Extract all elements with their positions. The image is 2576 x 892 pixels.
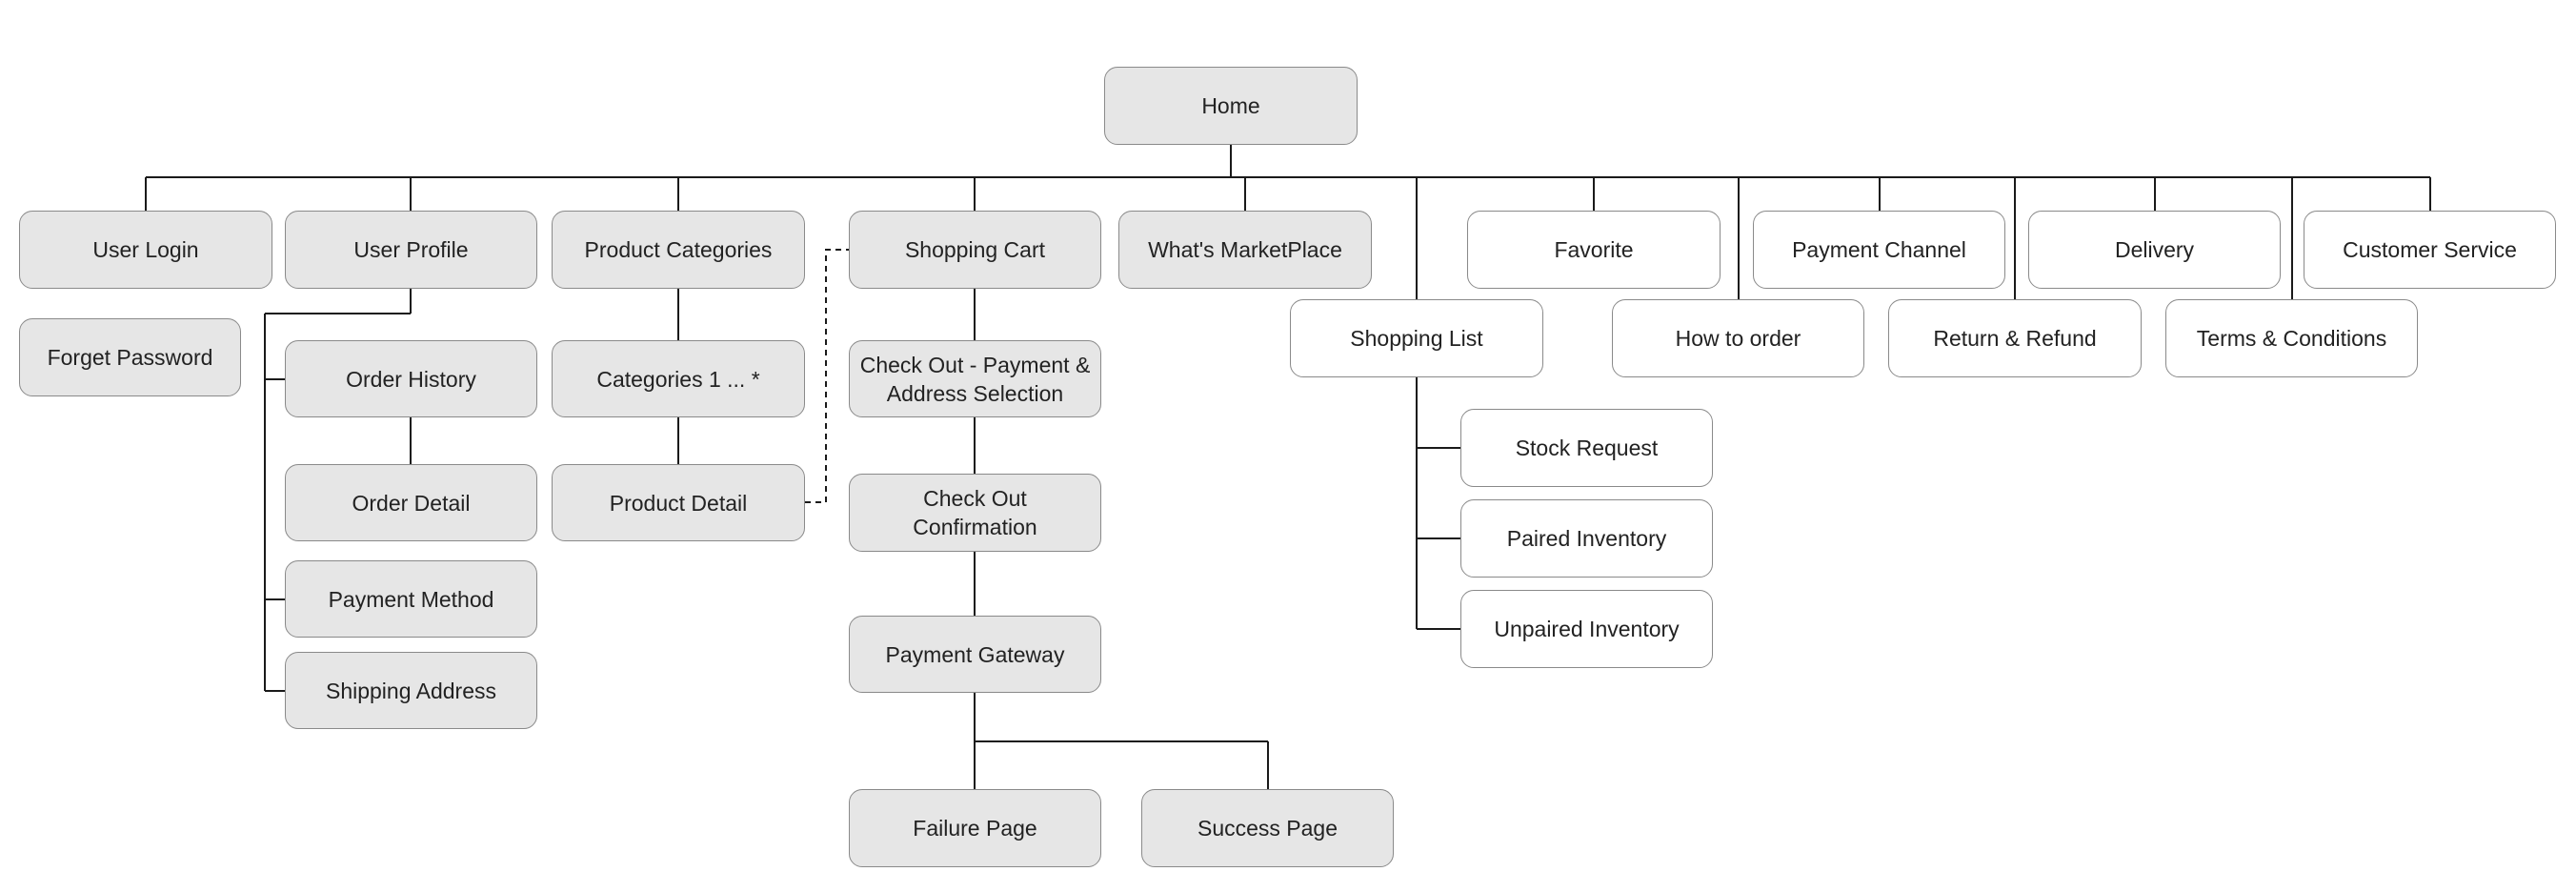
- node-how-to-order-label: How to order: [1675, 326, 1801, 351]
- node-failure-page[interactable]: Failure Page: [849, 789, 1101, 867]
- node-favorite-label: Favorite: [1554, 237, 1634, 262]
- node-delivery-label: Delivery: [2114, 237, 2195, 262]
- node-categories[interactable]: Categories 1 ... *: [552, 340, 805, 417]
- node-product-categories[interactable]: Product Categories: [552, 211, 805, 289]
- node-order-detail-label: Order Detail: [352, 490, 471, 516]
- node-order-history[interactable]: Order History: [285, 340, 537, 417]
- node-payment-gateway-label: Payment Gateway: [885, 641, 1065, 667]
- node-shopping-cart-label: Shopping Cart: [904, 237, 1046, 262]
- node-whats-marketplace[interactable]: What's MarketPlace: [1118, 211, 1372, 289]
- node-payment-channel[interactable]: Payment Channel: [1753, 211, 2005, 289]
- node-home-label: Home: [1201, 93, 1260, 118]
- node-home[interactable]: Home: [1104, 67, 1358, 145]
- connector-product-detail-to-cart: [805, 249, 849, 503]
- node-payment-gateway[interactable]: Payment Gateway: [849, 616, 1101, 693]
- node-shipping-address[interactable]: Shipping Address: [285, 652, 537, 729]
- node-user-profile[interactable]: User Profile: [285, 211, 537, 289]
- node-terms-conditions-label: Terms & Conditions: [2196, 326, 2387, 351]
- node-unpaired-inventory[interactable]: Unpaired Inventory: [1460, 590, 1713, 668]
- node-whats-marketplace-label: What's MarketPlace: [1148, 237, 1342, 262]
- node-checkout-payment[interactable]: Check Out - Payment & Address Selection: [849, 340, 1101, 417]
- node-success-page[interactable]: Success Page: [1141, 789, 1394, 867]
- node-forget-password-label: Forget Password: [47, 345, 213, 370]
- node-payment-method-label: Payment Method: [328, 586, 494, 612]
- node-shopping-list[interactable]: Shopping List: [1290, 299, 1543, 377]
- node-payment-channel-label: Payment Channel: [1792, 237, 1966, 262]
- node-unpaired-inventory-label: Unpaired Inventory: [1494, 617, 1680, 641]
- node-payment-method[interactable]: Payment Method: [285, 560, 537, 638]
- node-categories-label: Categories 1 ... *: [596, 366, 760, 392]
- node-order-history-label: Order History: [346, 366, 476, 392]
- node-failure-page-label: Failure Page: [913, 816, 1037, 841]
- node-order-detail[interactable]: Order Detail: [285, 464, 537, 541]
- node-checkout-confirmation[interactable]: Check Out Confirmation: [849, 474, 1101, 552]
- node-forget-password[interactable]: Forget Password: [19, 318, 241, 396]
- node-checkout-payment-label: Check Out - Payment & Address Selection: [859, 352, 1091, 406]
- node-checkout-confirmation-label: Check Out Confirmation: [913, 486, 1037, 539]
- node-user-login[interactable]: User Login: [19, 211, 272, 289]
- node-product-detail[interactable]: Product Detail: [552, 464, 805, 541]
- node-success-page-label: Success Page: [1197, 816, 1338, 841]
- node-terms-conditions[interactable]: Terms & Conditions: [2165, 299, 2418, 377]
- node-customer-service[interactable]: Customer Service: [2304, 211, 2556, 289]
- node-product-detail-label: Product Detail: [609, 490, 748, 516]
- node-customer-service-label: Customer Service: [2343, 237, 2517, 262]
- node-product-categories-label: Product Categories: [584, 237, 773, 262]
- node-favorite[interactable]: Favorite: [1467, 211, 1721, 289]
- node-shopping-cart[interactable]: Shopping Cart: [849, 211, 1101, 289]
- node-stock-request-label: Stock Request: [1515, 436, 1659, 460]
- node-paired-inventory[interactable]: Paired Inventory: [1460, 499, 1713, 578]
- node-return-refund[interactable]: Return & Refund: [1888, 299, 2142, 377]
- node-user-profile-label: User Profile: [353, 237, 469, 262]
- node-user-login-label: User Login: [92, 237, 199, 262]
- node-shipping-address-label: Shipping Address: [325, 678, 496, 703]
- node-how-to-order[interactable]: How to order: [1612, 299, 1864, 377]
- node-paired-inventory-label: Paired Inventory: [1506, 526, 1667, 551]
- node-stock-request[interactable]: Stock Request: [1460, 409, 1713, 487]
- node-shopping-list-label: Shopping List: [1350, 326, 1483, 351]
- node-delivery[interactable]: Delivery: [2028, 211, 2281, 289]
- node-return-refund-label: Return & Refund: [1933, 326, 2097, 351]
